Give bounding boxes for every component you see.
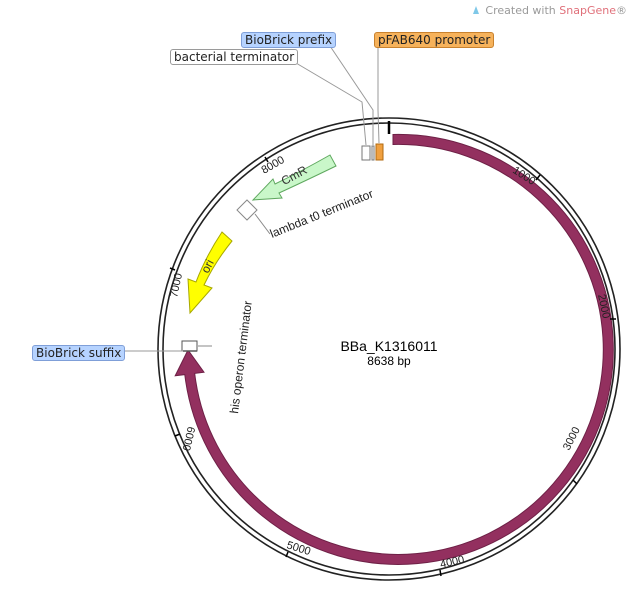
watermark-brand: SnapGene: [559, 4, 616, 17]
lambda-t0-terminator-feature[interactable]: [236, 199, 258, 221]
tick-mark-1000: [535, 174, 541, 181]
biobrick-suffix-callout[interactable]: BioBrick suffix: [32, 345, 126, 361]
his-operon-terminator-label: his operon terminator: [227, 300, 255, 414]
tick-mark-5000: [285, 551, 289, 558]
tick-label-6000: 6000: [180, 425, 197, 452]
watermark-prefix: Created with: [485, 4, 560, 17]
snapgene-logo-icon: [473, 6, 480, 14]
ori-feature[interactable]: [187, 231, 233, 315]
leader-bacterial-terminator: [295, 62, 367, 146]
snapgene-watermark: Created with SnapGene®: [471, 4, 627, 17]
plasmid-length: 8638 bp: [367, 354, 411, 368]
bacterial-terminator-callout[interactable]: bacterial terminator: [170, 49, 299, 65]
bacterial-terminator-feature[interactable]: [361, 145, 371, 161]
ori-label: ori: [198, 257, 217, 275]
ccma-h-cluster-feature[interactable]: [174, 133, 614, 565]
tick-label-7000: 7000: [168, 272, 185, 298]
backbone-outer: [157, 117, 621, 581]
leader-biobrick-prefix: [329, 45, 374, 145]
tick-mark-6000: [174, 433, 181, 437]
tick-mark-7000: [169, 267, 176, 271]
his-operon-terminator-feature[interactable]: [181, 340, 198, 352]
lambda-leader-line: [254, 213, 271, 235]
tick-mark-4000: [439, 569, 442, 577]
plasmid-name: BBa_K1316011: [340, 338, 437, 354]
pfab640-promoter-feature[interactable]: [375, 143, 384, 161]
watermark-mark: ®: [616, 4, 627, 17]
tick-mark-3000: [572, 479, 578, 485]
tick-mark-8000: [264, 156, 269, 163]
cmr-feature[interactable]: [251, 154, 337, 201]
pfab640-promoter-callout[interactable]: pFAB640 promoter: [374, 32, 495, 48]
biobrick-prefix-callout[interactable]: BioBrick prefix: [241, 32, 337, 48]
biobrick-prefix-feature[interactable]: [371, 145, 375, 161]
lambda-t0-terminator-label: lambda t0 terminator: [268, 187, 375, 241]
leader-promoter: [377, 47, 380, 144]
tick-label-2000: 2000: [595, 293, 612, 319]
tick-label-4000: 4000: [439, 554, 466, 571]
